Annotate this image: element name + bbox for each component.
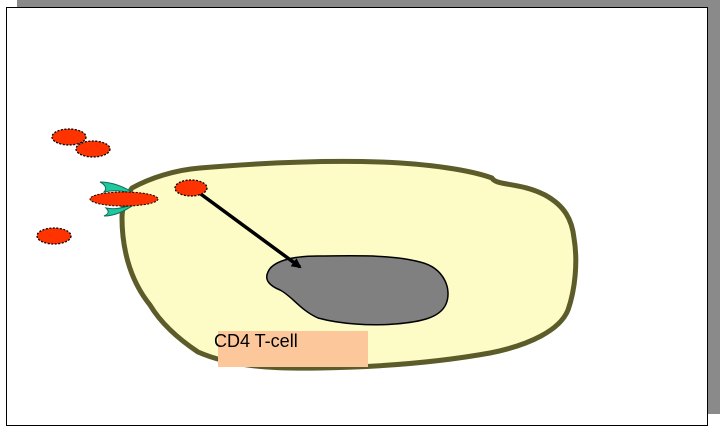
virus-binding	[90, 192, 158, 206]
virus-particle	[37, 228, 71, 244]
virus-particle	[52, 129, 86, 145]
cell-label-text: CD4 T-cell	[214, 331, 298, 351]
virus-particle	[76, 141, 110, 157]
cell-label: CD4 T-cell	[218, 331, 368, 367]
virus-particle-entering	[175, 180, 207, 196]
